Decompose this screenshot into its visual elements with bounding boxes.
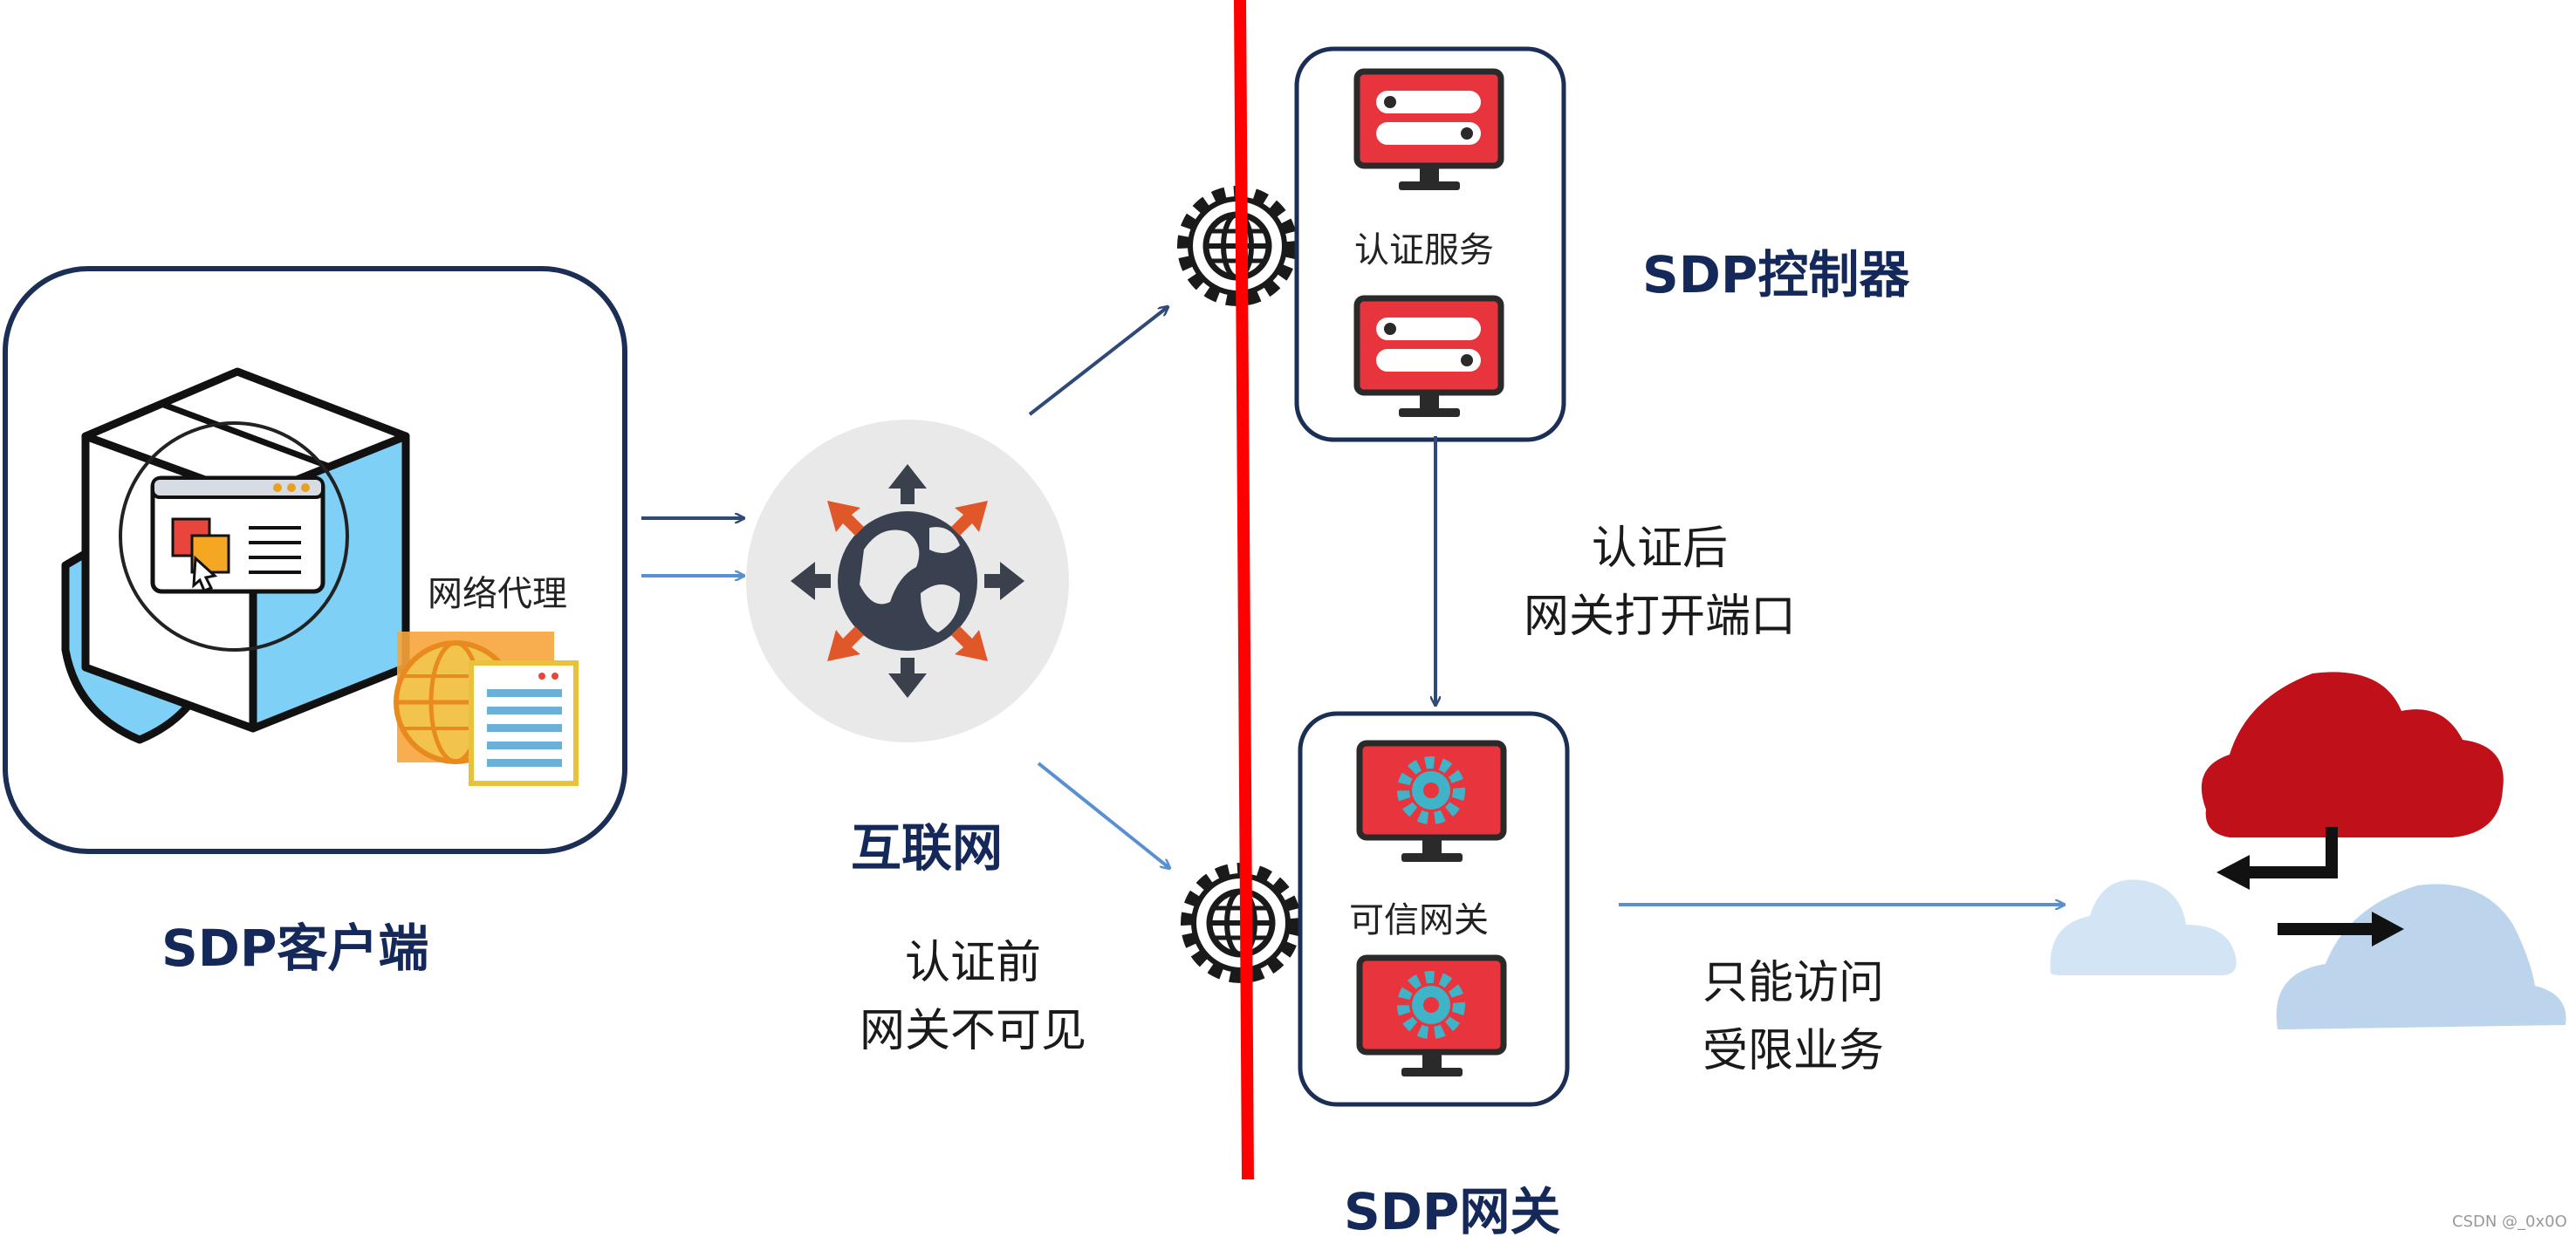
- after-auth-line1: 认证后: [1591, 523, 1728, 575]
- sdp-controller-group: [1294, 46, 1566, 442]
- gateway-settings-monitor-icon-2: [1356, 954, 1507, 1076]
- auth-server-monitor-icon-2: [1353, 295, 1504, 417]
- gateway-title: SDP网关: [1344, 1182, 1561, 1237]
- controller-frame: [1294, 46, 1566, 442]
- watermark: CSDN @_0x0O: [2452, 1213, 2567, 1231]
- auth-server-monitor-icon-1: [1353, 68, 1504, 190]
- before-auth-line1: 认证前: [904, 937, 1041, 989]
- restricted-line1: 只能访问: [1702, 957, 1884, 1009]
- before-auth-line2: 网关不可见: [859, 1005, 1086, 1057]
- browser-window-icon: [150, 475, 325, 594]
- sdp-client-group: [3, 266, 627, 854]
- arrow-internet-to-controller: [1028, 307, 1168, 416]
- scope-circle: [119, 421, 349, 652]
- arrow-internet-to-gateway: [1037, 762, 1169, 868]
- before-auth-note: 认证前 网关不可见: [829, 929, 1117, 1065]
- restricted-line2: 受限业务: [1702, 1025, 1884, 1077]
- auth-service-label: 认证服务: [1354, 230, 1494, 270]
- trusted-gateway-label: 可信网关: [1349, 900, 1489, 940]
- proxy-label: 网络代理: [428, 574, 567, 614]
- internet-hub-icon: [746, 420, 1069, 742]
- after-auth-line2: 网关打开端口: [1523, 591, 1796, 643]
- restricted-services-cloud-icon: [2050, 672, 2566, 1029]
- gateway-settings-monitor-icon-1: [1356, 740, 1507, 862]
- after-auth-note: 认证后 网关打开端口: [1503, 515, 1817, 651]
- internet-label: 互联网: [851, 818, 1004, 878]
- gateway-frame: [1298, 711, 1570, 1107]
- sdp-gateway-group: [1298, 711, 1570, 1107]
- controller-title: SDP控制器: [1642, 245, 1910, 304]
- restricted-access-note: 只能访问 受限业务: [1680, 949, 1907, 1085]
- client-title: SDP客户端: [161, 919, 429, 978]
- invisibility-barrier-line: [1234, 0, 1254, 1180]
- network-proxy-icon: [394, 632, 579, 786]
